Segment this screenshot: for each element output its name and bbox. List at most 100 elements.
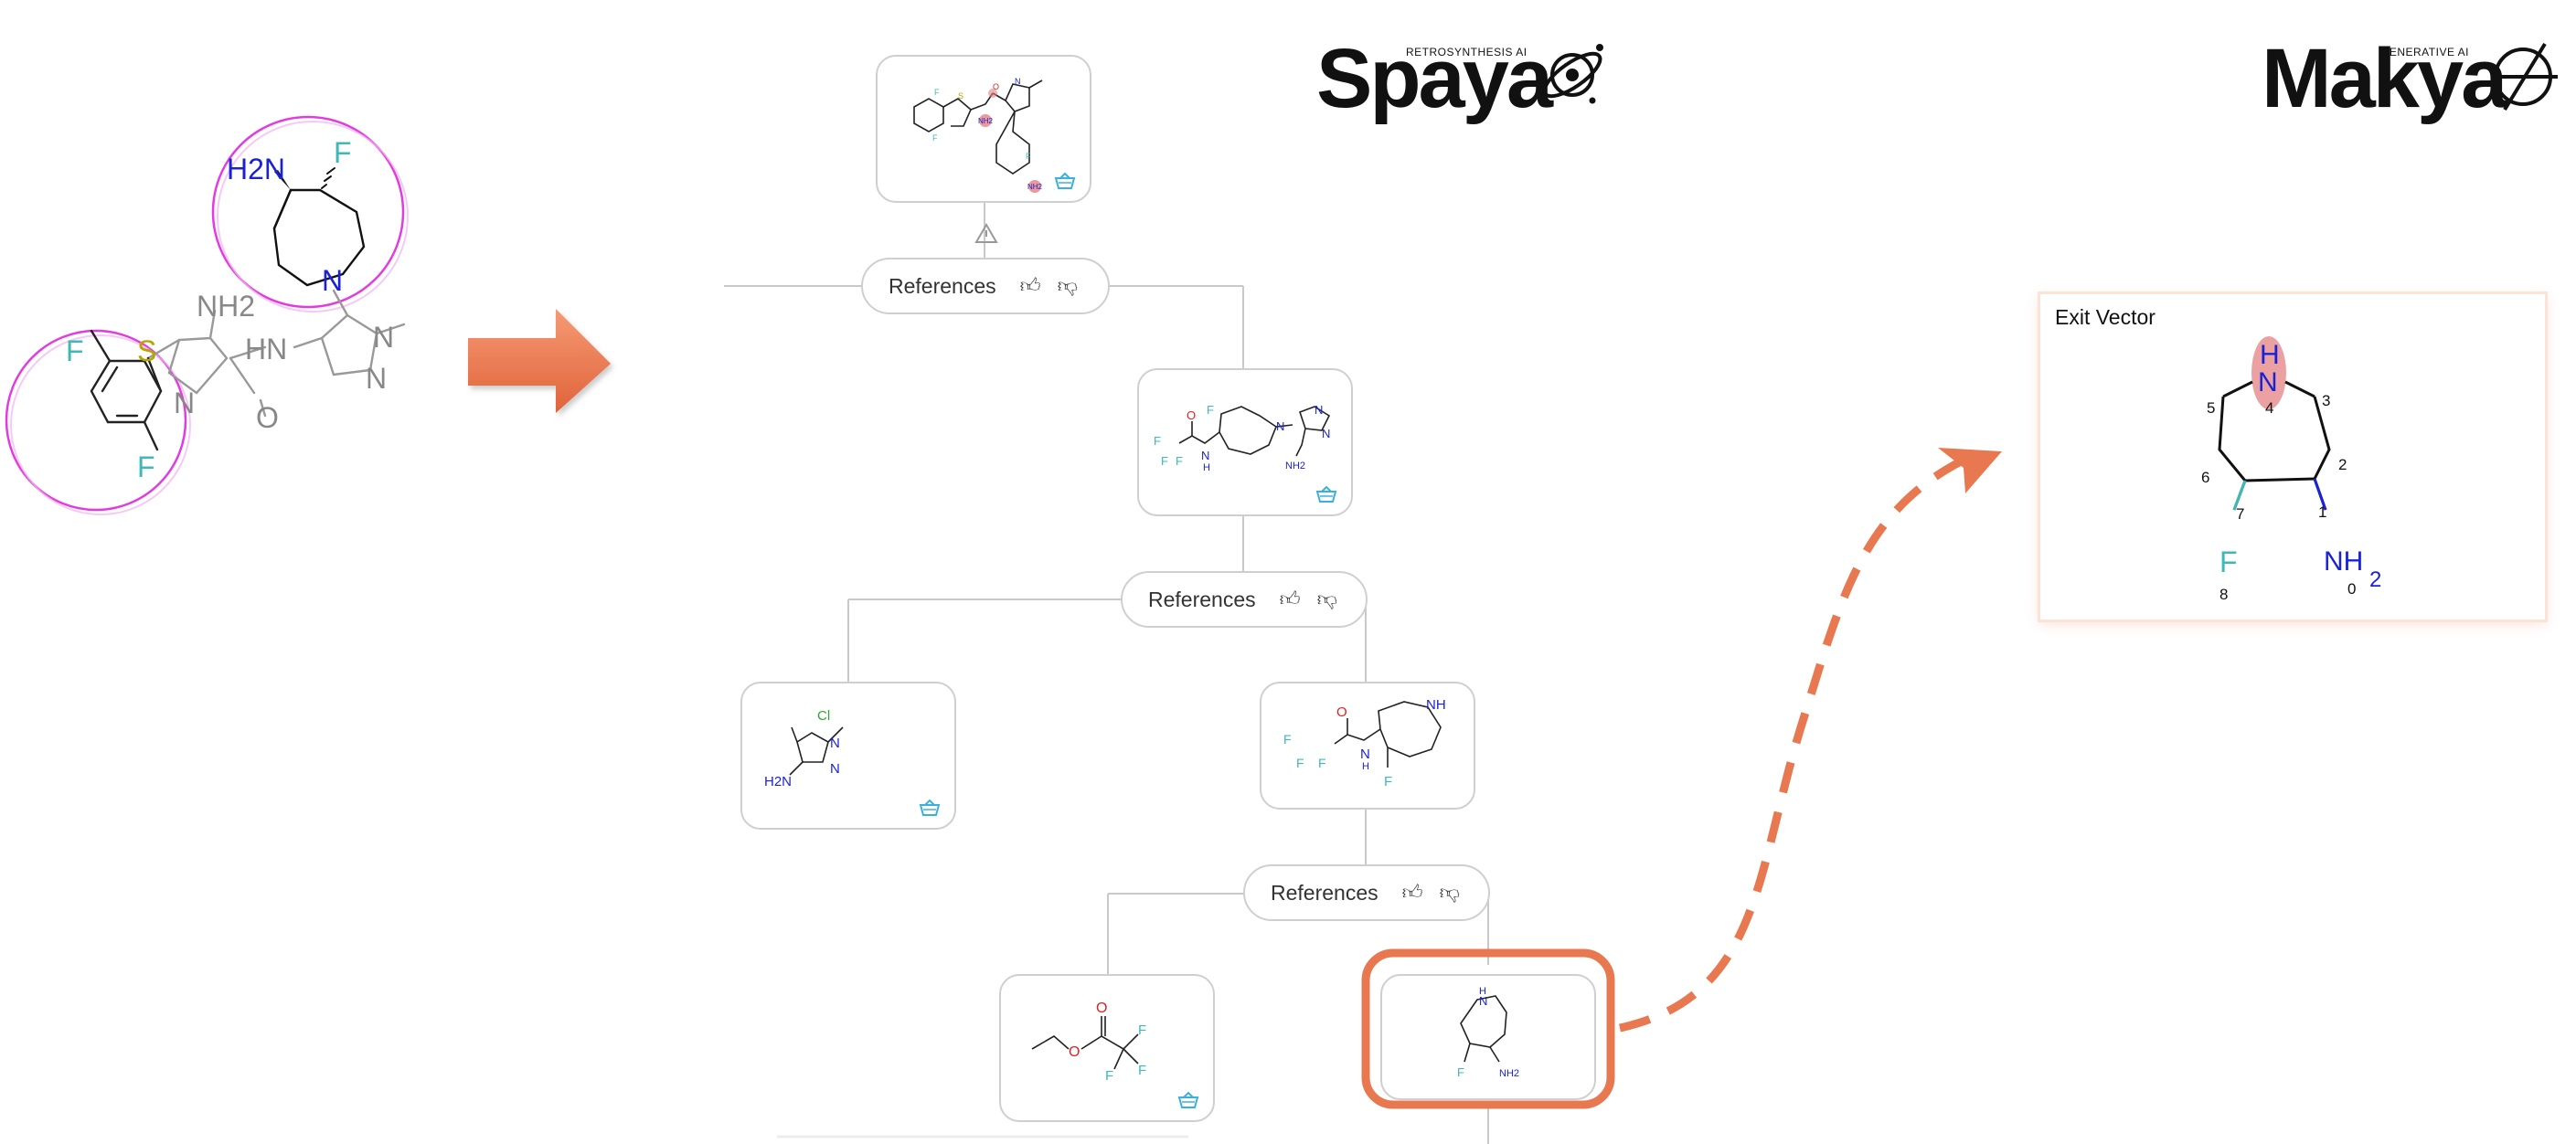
basket-icon[interactable]	[1053, 172, 1077, 190]
int1-f-label-2: F	[1154, 434, 1161, 448]
spaya-wordmark: Spaya	[1316, 32, 1553, 125]
amide-nh-label: NH	[1426, 697, 1446, 713]
int1-o-label: O	[1187, 408, 1196, 422]
exit-nh-label: NH	[2324, 546, 2363, 577]
amide-f-label: F	[1283, 732, 1292, 747]
amide-f-label-2: F	[1296, 756, 1304, 770]
references-label: References	[1271, 880, 1378, 905]
dashed-arrow-head	[1938, 448, 2002, 493]
exit-vector-structure: H N 4 5 3 6 2 7 1 F 8 NH 2 0	[2201, 336, 2381, 603]
makya-logo: GENERATIVE AI Makya	[2262, 37, 2507, 121]
chloro-n-label: N	[830, 736, 840, 751]
left-n-label-4: N	[366, 362, 387, 395]
exit-vector-dashed-arrow	[1619, 458, 1964, 1033]
amide-f-label-3: F	[1318, 756, 1326, 770]
basket-icon[interactable]	[1176, 1091, 1200, 1109]
references-label: References	[1148, 587, 1256, 611]
ester-o-label-2: O	[1069, 1044, 1080, 1060]
thumbs-down-icon[interactable]: 👎︎	[1057, 274, 1078, 297]
amide-f-label-4: F	[1384, 774, 1392, 789]
svg-text:F: F	[932, 133, 938, 143]
tree-node-aminoazepane[interactable]: H N F NH2	[1380, 974, 1596, 1100]
int1-f-label: F	[1207, 403, 1214, 417]
thumbs-down-icon[interactable]: 👎︎	[1439, 881, 1460, 904]
exit-index-8: 8	[2219, 586, 2228, 603]
int1-n-label: N	[1201, 449, 1209, 462]
warning-icon	[974, 223, 998, 243]
exit-vector-highlight	[2251, 336, 2286, 409]
thumbs-up-icon[interactable]: 👍︎	[1279, 588, 1301, 610]
azepane-highlight-ring	[211, 115, 405, 309]
left-s-label: S	[137, 334, 156, 367]
tree-node-amide-azepane[interactable]: O NH F F F N H F	[1260, 682, 1475, 810]
exit-index-6: 6	[2201, 469, 2209, 486]
basket-icon[interactable]	[1315, 485, 1338, 503]
exit-index-5: 5	[2207, 399, 2215, 417]
tree-node-target[interactable]: NH2 NH2 O F F S N F	[876, 55, 1091, 203]
selected-building-block-frame	[1361, 948, 1615, 1109]
ester-f-label-2: F	[1138, 1063, 1146, 1078]
exit-index-7: 7	[2236, 505, 2244, 523]
exit-n-label: N	[2258, 367, 2278, 397]
aminoazepane-structure: H N F NH2	[1457, 986, 1519, 1079]
thumbs-up-icon[interactable]: 👍︎	[1401, 881, 1423, 904]
target-nh2-label-2: NH2	[1027, 183, 1043, 191]
svg-text:N: N	[1015, 77, 1021, 86]
target-nh2-label: NH2	[978, 117, 994, 125]
chloro-h2n-label: H2N	[764, 774, 792, 789]
exit-vector-panel: Exit Vector H N 4 5 3 6 2 7 1 F 8 NH 2 0	[2040, 294, 2545, 620]
left-n-label: N	[322, 264, 343, 297]
phenyl-highlight-ring	[5, 329, 187, 512]
svg-text:S: S	[958, 91, 963, 101]
intermediate-1-structure: F F F F O N H N N N NH2	[1154, 403, 1330, 473]
left-f-label-3: F	[137, 450, 155, 483]
left-hn-label: HN	[245, 333, 287, 365]
references-button-3[interactable]: References 👍︎ 👎︎	[1243, 864, 1490, 921]
svg-text:O: O	[993, 82, 999, 91]
amide-h-label: H	[1362, 761, 1369, 772]
references-button-1[interactable]: References 👍︎ 👎︎	[861, 258, 1110, 314]
left-f-label: F	[334, 136, 352, 169]
exit-h-label: H	[2260, 340, 2280, 370]
ester-o-label: O	[1096, 1001, 1107, 1016]
left-h2n-label: H2N	[227, 153, 285, 185]
target-structure: NH2 NH2 O F F S N F	[913, 77, 1043, 193]
spaya-logo-icon	[1542, 44, 1603, 106]
tree-node-intermediate-1[interactable]: F F F F O N H N N N NH2	[1137, 368, 1353, 516]
makya-logo-icon	[2492, 42, 2558, 111]
amide-azepane-structure: O NH F F F N H F	[1283, 697, 1446, 789]
tree-node-chloropyrazole[interactable]: Cl N N H2N	[740, 682, 956, 830]
exit-index-2: 2	[2338, 456, 2347, 473]
makya-wordmark: Makya	[2262, 32, 2507, 125]
chloro-cl-label: Cl	[817, 708, 830, 724]
thumbs-up-icon[interactable]: 👍︎	[1019, 274, 1041, 297]
left-o-label: O	[256, 401, 279, 434]
int1-f-label-4: F	[1161, 454, 1168, 468]
exit-index-3: 3	[2322, 392, 2330, 409]
references-button-2[interactable]: References 👍︎ 👎︎	[1121, 571, 1368, 628]
left-f-label-2: F	[66, 334, 84, 367]
int1-h-label: H	[1203, 462, 1210, 473]
amino-nh2-label: NH2	[1499, 1068, 1519, 1079]
int1-n-label-4: N	[1322, 427, 1330, 440]
amide-o-label: O	[1336, 704, 1347, 720]
exit-vector-title: Exit Vector	[2055, 305, 2156, 329]
amino-h-label: H	[1479, 986, 1486, 997]
thumbs-down-icon[interactable]: 👎︎	[1316, 588, 1337, 610]
basket-icon[interactable]	[918, 799, 942, 817]
tree-node-ethyl-trifluoroacetate[interactable]: O O F F F	[999, 974, 1215, 1122]
amino-n-label: N	[1479, 994, 1487, 1008]
exit-index-4: 4	[2265, 399, 2273, 417]
tree-connectors	[724, 203, 1489, 1144]
svg-text:F: F	[1026, 152, 1031, 161]
exit-nh-subscript: 2	[2369, 567, 2381, 592]
exit-index-0: 0	[2347, 580, 2356, 598]
references-label: References	[889, 273, 996, 298]
makya-tagline: GENERATIVE AI	[2380, 46, 2469, 58]
int1-f-label-3: F	[1176, 454, 1183, 468]
left-nh2-label: NH2	[197, 290, 255, 323]
ester-f-label-3: F	[1105, 1068, 1113, 1084]
amide-n-label: N	[1360, 747, 1370, 762]
